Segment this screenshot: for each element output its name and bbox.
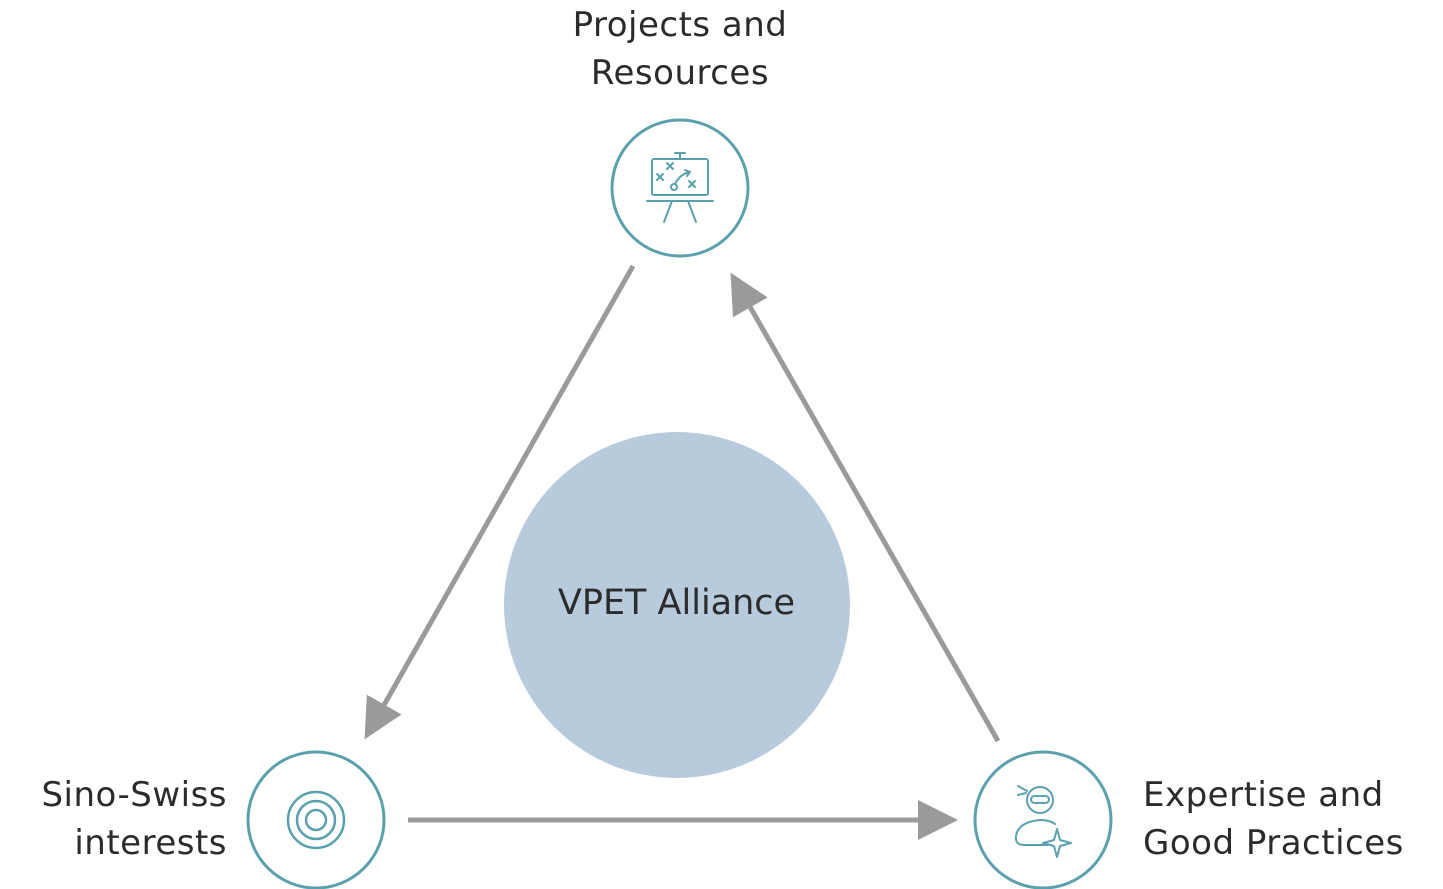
node-ring [610, 118, 750, 258]
node-ring [246, 750, 386, 889]
label-line-1: Expertise and [1143, 775, 1384, 815]
center-circle [504, 432, 850, 778]
node-expertise [973, 750, 1113, 889]
strategy-board-icon [646, 152, 714, 223]
node-projects-resources [610, 118, 750, 258]
node-label-left: Sino-Swiss interests [0, 771, 227, 867]
arrow-top-to-left [364, 264, 636, 740]
arrow-right-to-top [730, 272, 1001, 743]
label-line-2: Good Practices [1143, 823, 1404, 863]
label-line-1: Sino-Swiss [41, 775, 227, 815]
node-sino-swiss [246, 750, 386, 889]
label-line-1: Projects and [572, 5, 788, 45]
expert-star-icon [1014, 785, 1072, 858]
label-line-2: interests [74, 823, 227, 863]
center-label: VPET Alliance [557, 583, 796, 623]
edges [364, 264, 1001, 840]
node-label-right: Expertise and Good Practices [1143, 771, 1443, 867]
node-label-top: Projects and Resources [500, 1, 860, 97]
target-icon [286, 790, 346, 850]
label-line-2: Resources [590, 53, 770, 93]
